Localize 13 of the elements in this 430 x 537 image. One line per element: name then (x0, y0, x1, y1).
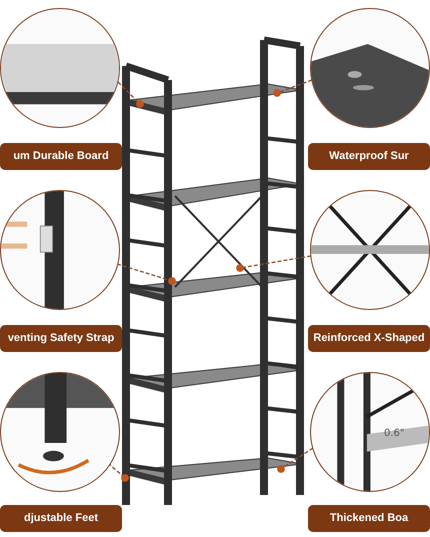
leader-line (277, 447, 314, 473)
leader-line (108, 462, 129, 482)
feature-banner: venting Safety Strap (0, 325, 122, 352)
leader-line (118, 82, 144, 108)
leader-line (273, 79, 312, 97)
leader-line (236, 255, 312, 272)
feature-banner: Thickened Boa (308, 505, 430, 532)
feature-banner: um Durable Board (0, 143, 122, 170)
dimension-label: 0.6" (384, 428, 405, 439)
feature-banner: Waterproof Sur (308, 143, 430, 170)
feature-banner: djustable Feet (0, 505, 122, 532)
feature-banner: Reinforced X-Shaped (308, 325, 430, 352)
leader-line (116, 263, 176, 285)
